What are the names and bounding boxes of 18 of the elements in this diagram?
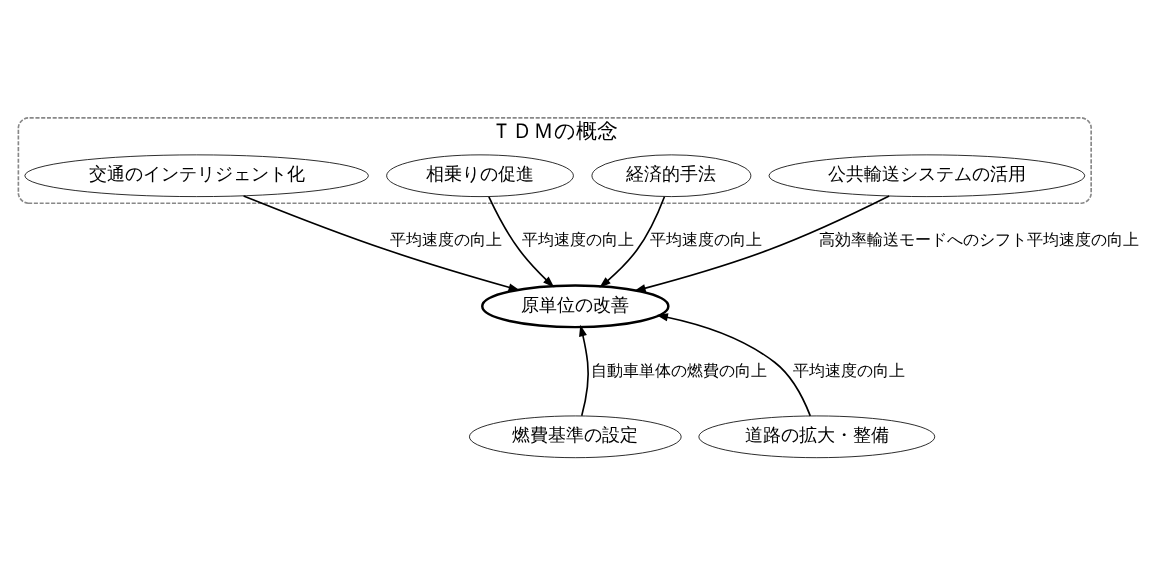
arrow — [242, 195, 521, 292]
edge-label: 平均速度の向上 — [389, 230, 502, 250]
edge-label: 高効率輸送モードへのシフト平均速度の向上 — [819, 230, 1140, 250]
arrow — [599, 195, 666, 288]
node-ellipse: 道路の拡大・整備 — [698, 415, 936, 459]
edge-label: 平均速度の向上 — [521, 230, 634, 250]
edge-label: 平均速度の向上 — [649, 230, 762, 250]
node-ellipse: 相乗りの促進 — [386, 154, 574, 197]
arrow — [488, 196, 555, 288]
node-ellipse: 交通のインテリジェント化 — [24, 154, 369, 197]
edge-label: 平均速度の向上 — [792, 360, 905, 380]
arrow — [634, 195, 890, 293]
arrow — [656, 313, 812, 417]
edge-label: 自動車単体の燃費の向上 — [591, 360, 768, 380]
node-ellipse: 経済的手法 — [591, 154, 752, 197]
node-ellipse: 公共輸送システムの活用 — [768, 154, 1086, 197]
node-ellipse: 燃費基準の設定 — [469, 415, 682, 459]
arrow — [579, 324, 589, 417]
